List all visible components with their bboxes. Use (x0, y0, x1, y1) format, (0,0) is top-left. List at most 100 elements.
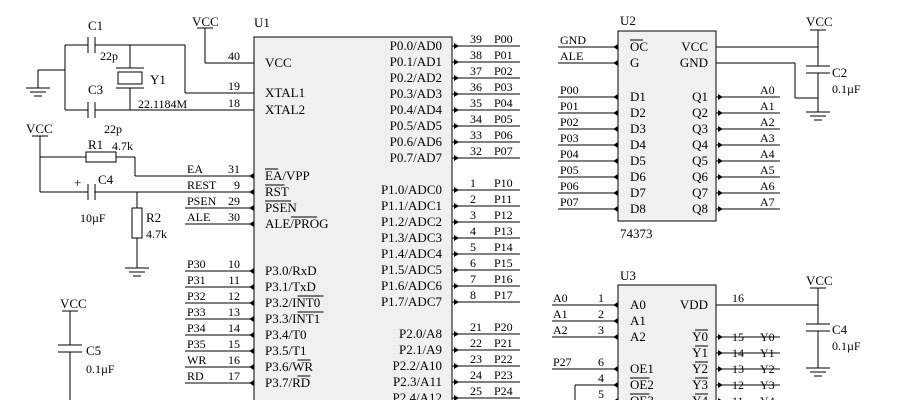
u1-net-P24: P24 (494, 384, 513, 398)
u1-net-P11: P11 (494, 192, 512, 206)
u1-pin-num-32: 32 (470, 144, 482, 158)
u2-pin-D8: D8 (630, 201, 646, 216)
u1-pin-name-6: P1.5/ADC5 (381, 262, 442, 277)
u1-net-P12: P12 (494, 208, 513, 222)
u1-pin-name-40: VCC (265, 55, 292, 70)
u3-pin-num-11: 11 (732, 394, 744, 400)
c4-label: C4 (98, 172, 114, 187)
u3-pin-A1: A1 (630, 313, 646, 328)
c4b-value: 0.1µF (832, 339, 861, 353)
c1-label: C1 (88, 18, 103, 33)
u3-pin-Y2: Y2 (692, 361, 708, 376)
u1-net-P30: P30 (187, 257, 206, 271)
u1-pin-name-37: P0.2/AD2 (390, 70, 442, 85)
u3-pin-num-6: 6 (598, 355, 604, 369)
y1-value: 22.1184M (138, 97, 188, 111)
u1-net-RD: RD (187, 369, 204, 383)
u1-pin-name-4: P1.3/ADC3 (381, 230, 442, 245)
u1-pin-num-17: 17 (228, 369, 240, 383)
u2-part: 74373 (620, 226, 653, 241)
c5-circuit: VCC C5 0.1µF (58, 296, 115, 400)
u3-net-Y2: Y2 (760, 362, 775, 376)
u1-net-P03: P03 (494, 80, 513, 94)
u2-pin-Q5: Q5 (692, 153, 708, 168)
u3-pin-Y0: Y0 (692, 329, 708, 344)
u3-pin-num-1: 1 (598, 291, 604, 305)
c4b-label: C4 (832, 322, 848, 337)
c3-label: C3 (88, 82, 103, 97)
u1-net-P16: P16 (494, 272, 513, 286)
u1-pin-name-22: P2.1/A9 (399, 342, 442, 357)
u3-pin-num-14: 14 (732, 346, 744, 360)
u2-pin-D6: D6 (630, 169, 646, 184)
u1-pin-num-34: 34 (470, 112, 482, 126)
u2-net-P00: P00 (560, 83, 579, 97)
c5-value: 0.1µF (86, 362, 115, 376)
u1-net-P31: P31 (187, 273, 206, 287)
u1-pin-num-3: 3 (470, 208, 476, 222)
u1-label: U1 (254, 15, 270, 30)
u1-net-P01: P01 (494, 48, 513, 62)
c4-value: 10µF (80, 211, 106, 225)
u2-pins: OCGNDGALED1P00D2P01D3P02D4P03D5P04D6P05D… (558, 33, 780, 216)
u1-pin-num-19: 19 (228, 79, 240, 93)
u1-pin-name-10: P3.0/RxD (265, 263, 317, 278)
u1-pin-name-31: EA/VPP (265, 168, 310, 183)
u1-pin-name-38: P0.1/AD1 (390, 54, 442, 69)
u2-pin-D5: D5 (630, 153, 646, 168)
u1-pin-num-16: 16 (228, 353, 240, 367)
u3-net-Y4: Y4 (760, 394, 775, 400)
vcc-label-u3: VCC (806, 273, 833, 288)
u1-body (253, 36, 453, 400)
u1-pin-name-33: P0.6/AD6 (390, 134, 443, 149)
u1-net-P17: P17 (494, 288, 513, 302)
u1-pin-name-5: P1.4/ADC4 (381, 246, 443, 261)
reset-circuit: VCC R1 4.7k + C4 10µF R2 4.7k (26, 121, 254, 277)
u3-pin-Y3: Y3 (692, 377, 708, 392)
u3-pin-num-5: 5 (598, 387, 604, 400)
u1-net-ALE: ALE (187, 210, 210, 224)
u3-pins: A01A0A12A1A23A2OE16P27OE24OE35VDD16Y015Y… (552, 291, 780, 400)
u1-net-P15: P15 (494, 256, 513, 270)
u3-net-P27: P27 (553, 355, 572, 369)
u2-pin-G: G (630, 55, 639, 70)
u2-net-P04: P04 (560, 147, 579, 161)
u1-net-P07: P07 (494, 144, 513, 158)
u2-pin-D7: D7 (630, 185, 646, 200)
u1-pin-name-24: P2.3/A11 (393, 374, 442, 389)
u2-net-P03: P03 (560, 131, 579, 145)
u2-net-A6: A6 (760, 179, 775, 193)
u1-pin-name-32: P0.7/AD7 (390, 150, 443, 165)
u1-pin-name-12: P3.2/INT0 (265, 295, 320, 310)
c1-value: 22p (100, 49, 118, 63)
c3-value: 22p (104, 122, 122, 136)
u1-pin-name-14: P3.4/T0 (265, 327, 307, 342)
u1-net-P34: P34 (187, 321, 206, 335)
u1-pin-num-39: 39 (470, 32, 482, 46)
u1-pin-name-1: P1.0/ADC0 (381, 182, 442, 197)
u1-pin-name-16: P3.6/WR (265, 359, 313, 374)
u1-pin-name-9: RST (265, 184, 289, 199)
u2-pin-OC: OC (630, 39, 648, 54)
u2-net-A3: A3 (760, 131, 775, 145)
u1-pin-num-31: 31 (228, 162, 240, 176)
u3-net-Y1: Y1 (760, 346, 775, 360)
u1-pin-num-4: 4 (470, 224, 476, 238)
u2-net-P02: P02 (560, 115, 579, 129)
u2-net-A2: A2 (760, 115, 775, 129)
u1-net-EA: EA (187, 162, 203, 176)
u3-pin-OE1: OE1 (630, 361, 654, 376)
u1-pin-num-29: 29 (228, 194, 240, 208)
u2-net-A0: A0 (760, 83, 775, 97)
u1-pin-name-19: XTAL1 (265, 85, 305, 100)
u1-pin-num-8: 8 (470, 288, 476, 302)
u1-net-P35: P35 (187, 337, 206, 351)
u1-pin-num-7: 7 (470, 272, 476, 286)
u2-net-P06: P06 (560, 179, 579, 193)
u1-pin-name-7: P1.6/ADC6 (381, 278, 443, 293)
u1-pin-num-21: 21 (470, 320, 482, 334)
u3-pin-A0: A0 (630, 297, 646, 312)
u3-pin-A2: A2 (630, 329, 646, 344)
u1-pin-num-14: 14 (228, 321, 240, 335)
